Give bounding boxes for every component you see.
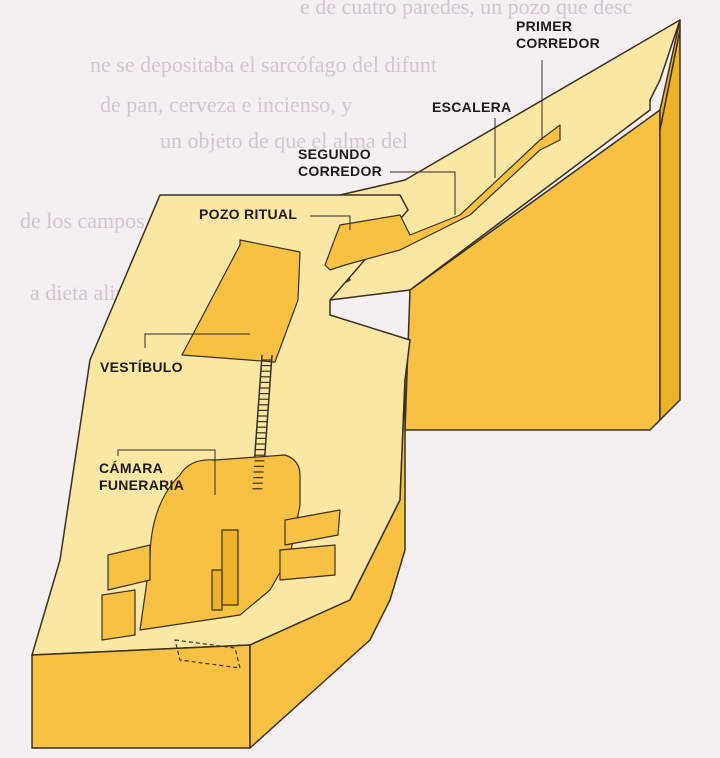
label-camara-funeraria: CÁMARA FUNERARIA <box>99 460 185 493</box>
background-text-line-3: de pan, cerveza e incienso, y <box>100 92 353 117</box>
label-pozo-ritual: POZO RITUAL <box>199 206 298 222</box>
background-text-line-4: un objeto de que el alma del <box>160 128 409 153</box>
side-cell-3 <box>107 544 151 591</box>
leader-vestibulo <box>144 333 250 348</box>
leader-pozo-ritual <box>310 215 351 230</box>
leader-lines <box>117 60 543 495</box>
burial-chamber-opening <box>139 454 301 631</box>
chamber-pillar-2 <box>211 569 223 611</box>
side-cell-4 <box>101 589 136 641</box>
side-cell-2 <box>279 544 336 581</box>
lower-block-front-face <box>31 644 251 749</box>
ritual-pit-hint <box>174 639 241 669</box>
label-segundo-corredor: SEGUNDO CORREDOR <box>298 146 383 179</box>
label-vestibulo: VESTÍBULO <box>100 359 183 375</box>
corridor-trench <box>324 124 561 271</box>
lower-block-right-face <box>249 379 406 749</box>
corridor-right-cut-face <box>404 109 661 431</box>
chamber-pillar-1 <box>221 529 239 606</box>
background-text-line-2: ne se depositaba el sarcófago del difunt <box>90 52 437 77</box>
vestibule-opening <box>181 239 301 363</box>
label-escalera: ESCALERA <box>432 99 512 115</box>
leader-camara-funeraria <box>117 449 216 495</box>
stair-steps <box>252 359 272 490</box>
tomb-block <box>31 19 681 749</box>
background-text-line-1: e de cuatro paredes, un pozo que desc <box>300 0 633 19</box>
side-cell-1 <box>284 509 341 546</box>
leader-segundo-corredor <box>390 171 456 215</box>
corridor-end-face-lower <box>659 29 681 421</box>
label-primer-corredor: PRIMER CORREDOR <box>516 18 601 51</box>
